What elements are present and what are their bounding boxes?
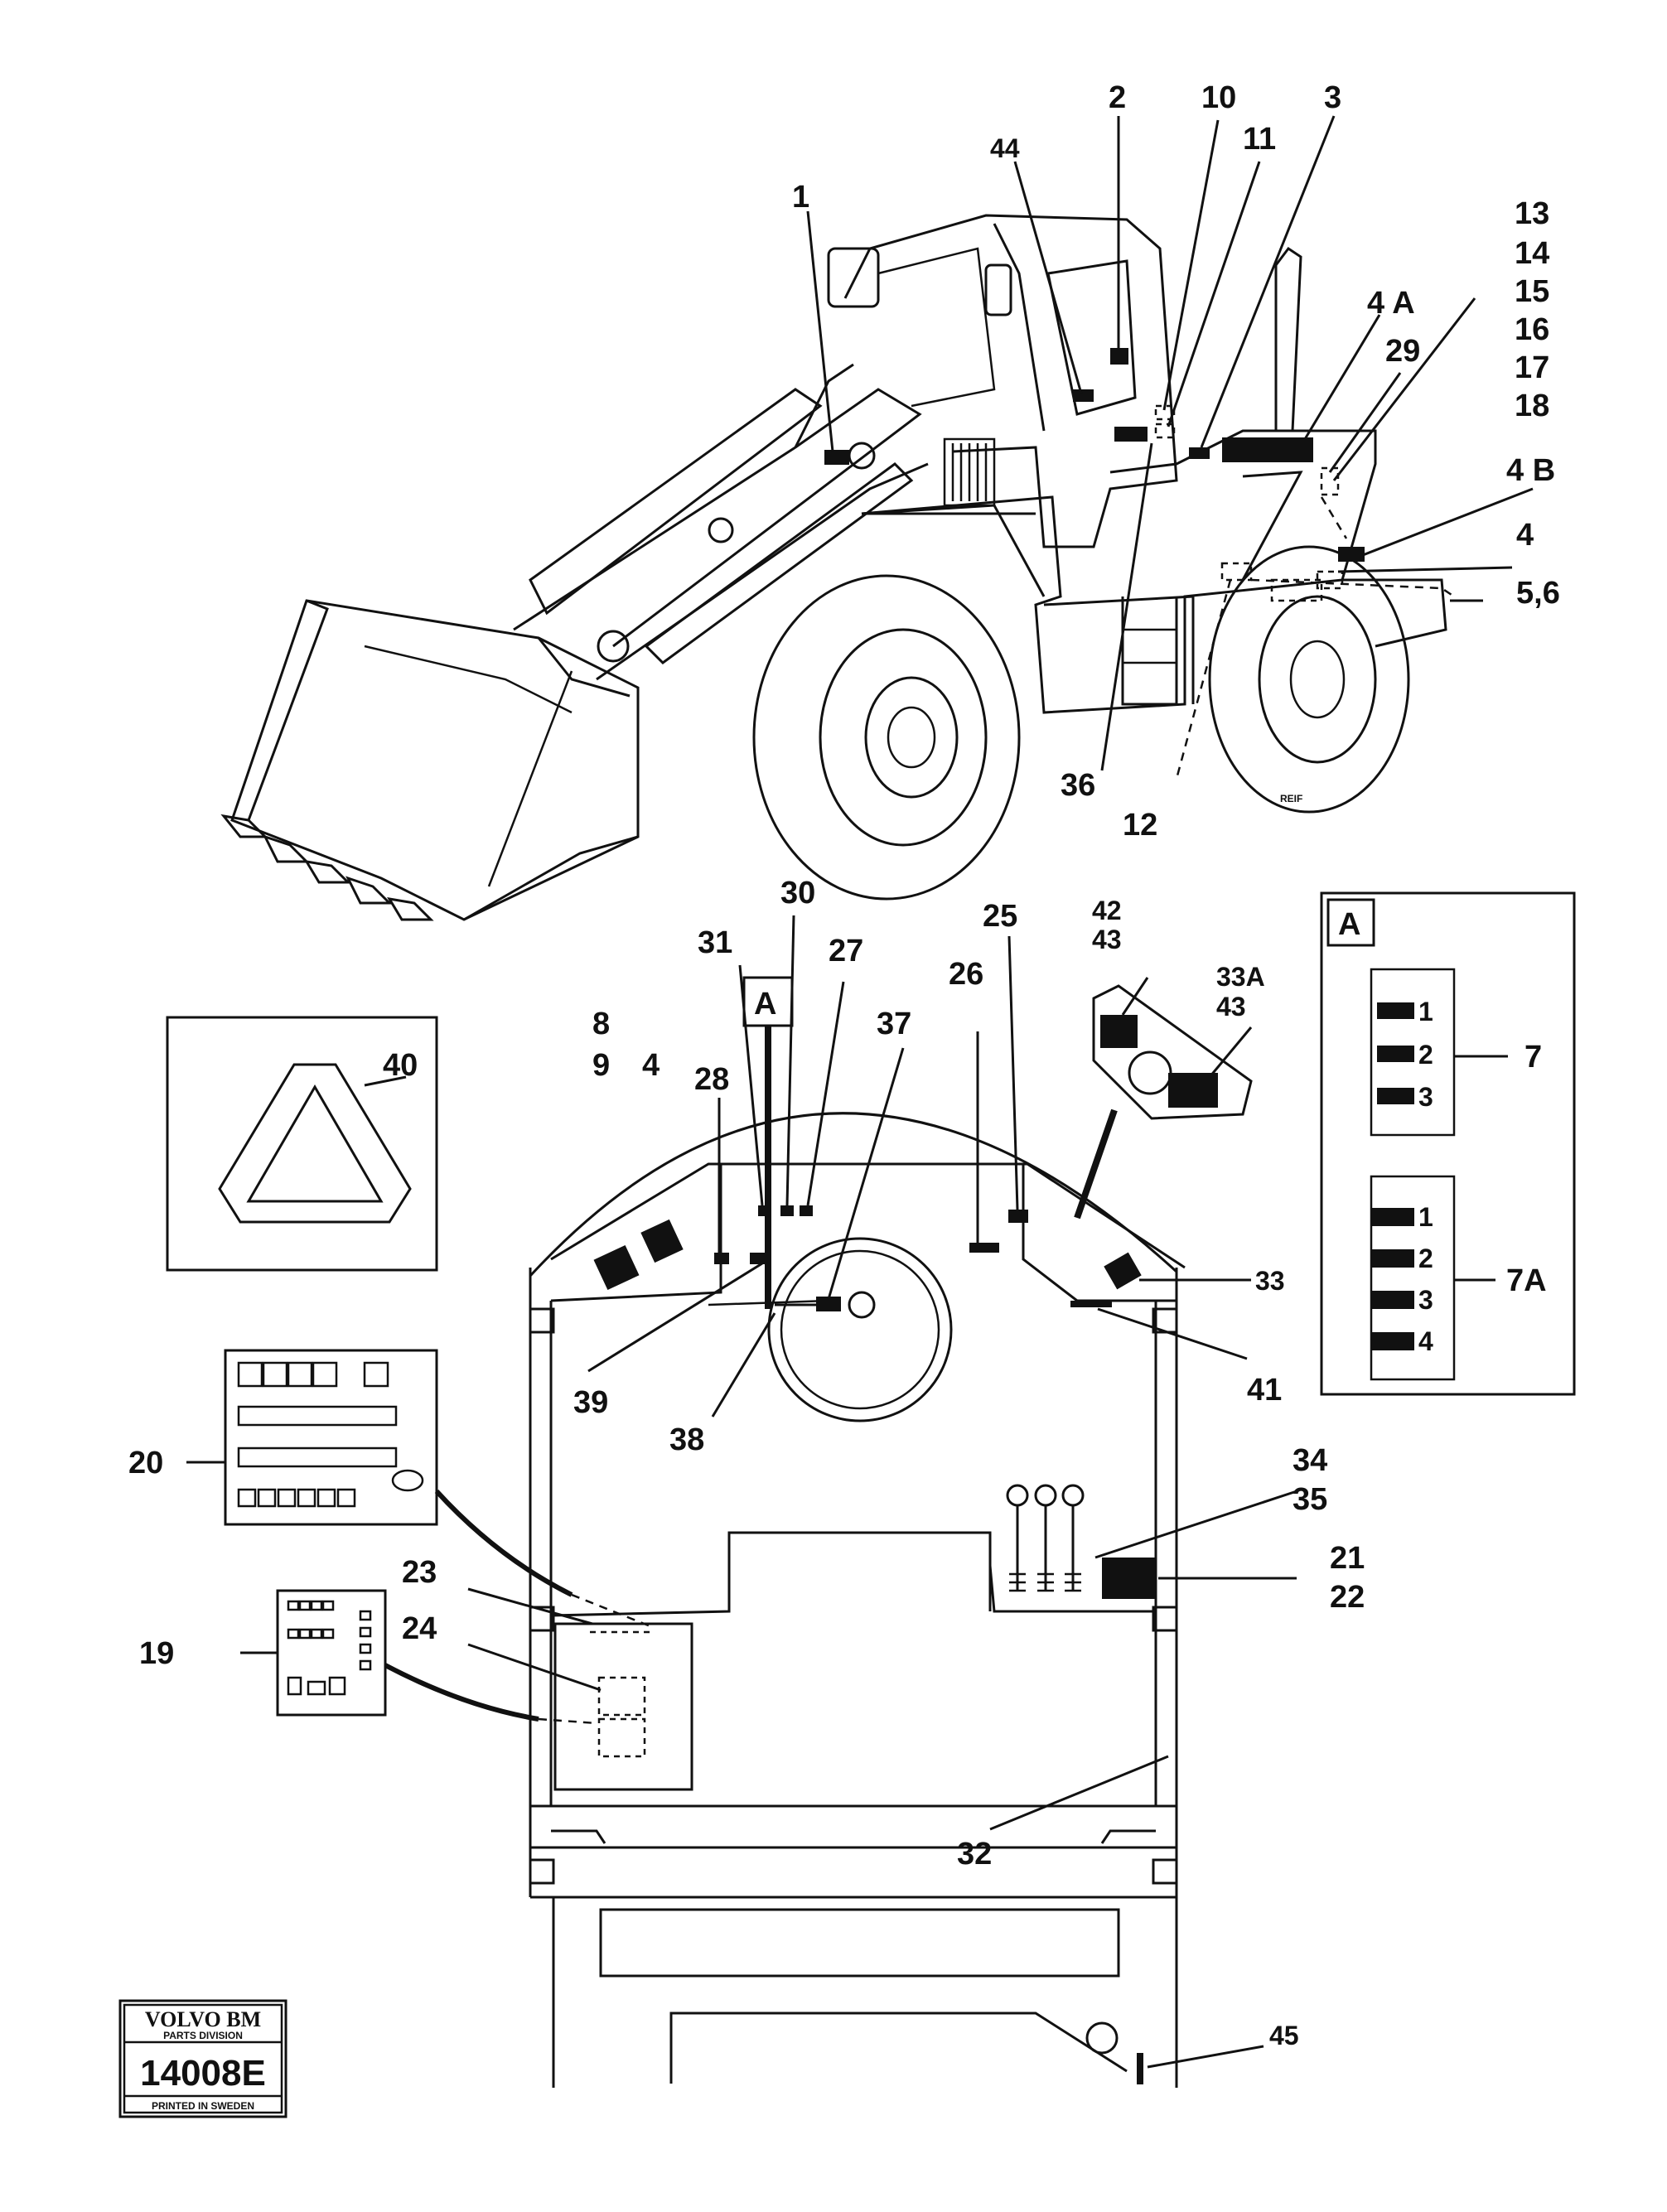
callout-44: 44 (990, 133, 1020, 163)
decal-2 (1110, 348, 1128, 365)
callout-35: 35 (1293, 1482, 1327, 1517)
callout-7A: 7A (1506, 1263, 1547, 1298)
decal-26 (969, 1243, 999, 1253)
callout-31: 31 (698, 925, 732, 960)
bracket-detail (1074, 977, 1253, 1219)
decal-36 (1114, 427, 1148, 442)
callout-9: 9 (592, 1048, 610, 1083)
detail-a-panel: A 1 2 3 7 1 2 3 4 7A (1320, 891, 1576, 1396)
callout-41: 41 (1247, 1373, 1282, 1408)
callout-30: 30 (780, 876, 815, 910)
callout-7: 7 (1524, 1040, 1542, 1075)
callout-40: 40 (383, 1048, 418, 1083)
loader-callouts: 1 2 3 44 10 11 13 14 15 16 17 18 4 A 29 … (792, 80, 1560, 843)
cab-floor-plan: A (529, 976, 1186, 2088)
callout-4B: 4 B (1506, 453, 1555, 488)
callout-14: 14 (1515, 236, 1549, 271)
callout-43-top: 43 (1092, 925, 1122, 954)
callout-37: 37 (877, 1007, 911, 1041)
callout-4-loader: 4 (1516, 518, 1534, 553)
callout-32: 32 (957, 1837, 992, 1872)
decal-4A (1222, 437, 1313, 462)
callout-20: 20 (128, 1446, 163, 1480)
callout-8: 8 (592, 1007, 610, 1041)
stamp-footer: PRINTED IN SWEDEN (152, 2100, 254, 2112)
decal-28 (714, 1253, 729, 1264)
decal-4B (1338, 547, 1365, 562)
stamp-division: PARTS DIVISION (163, 2030, 243, 2041)
callout-42: 42 (1092, 896, 1122, 925)
callout-10: 10 (1201, 80, 1236, 115)
callout-23: 23 (402, 1555, 437, 1590)
callout-4A: 4 A (1367, 286, 1415, 321)
detail-a-label: A (1338, 907, 1360, 942)
loader-leader-lines (806, 115, 1534, 780)
callout-36: 36 (1061, 768, 1095, 803)
callout-27: 27 (829, 934, 863, 968)
callout-4-cab: 4 (642, 1048, 660, 1083)
wheel-loader-illustration: REIF (220, 214, 1447, 921)
detail-a-group2-item-2: 2 (1418, 1244, 1433, 1273)
callout-34: 34 (1293, 1443, 1327, 1478)
callout-18: 18 (1515, 389, 1549, 423)
callout-24: 24 (402, 1611, 437, 1646)
decal-4-cab (640, 1219, 684, 1263)
section-marker-a: A (754, 987, 776, 1021)
callout-45: 45 (1269, 2021, 1299, 2050)
detail-a-group1-item-1: 1 (1418, 997, 1433, 1026)
decal-41 (1070, 1301, 1112, 1307)
stamp-brand: VOLVO BM (145, 2007, 261, 2031)
callout-15: 15 (1515, 274, 1549, 309)
callout-43-bottom: 43 (1216, 992, 1246, 1021)
decal-45 (1137, 2053, 1143, 2084)
detail-a-group1-item-2: 2 (1418, 1040, 1433, 1070)
callout-12: 12 (1123, 808, 1157, 843)
detail-a-group1-item-3: 3 (1418, 1082, 1433, 1112)
decal-30 (780, 1205, 794, 1216)
callout-13: 13 (1515, 196, 1549, 231)
callout-16: 16 (1515, 312, 1549, 347)
callout-29: 29 (1385, 334, 1420, 369)
decal-1 (824, 450, 849, 465)
callout-1: 1 (792, 180, 809, 215)
callout-17: 17 (1515, 350, 1549, 385)
callout-21: 21 (1330, 1541, 1365, 1576)
callout-2: 2 (1109, 80, 1126, 115)
decal-27 (800, 1205, 813, 1216)
decal-33 (1104, 1252, 1142, 1290)
callout-25: 25 (983, 899, 1017, 934)
callout-11: 11 (1243, 122, 1276, 157)
decal-25 (1008, 1210, 1028, 1223)
warning-triangle-panel: 40 (166, 1016, 438, 1272)
callout-19: 19 (139, 1636, 174, 1671)
callout-22: 22 (1330, 1580, 1365, 1615)
decal-39 (750, 1253, 765, 1264)
cab-callouts: 31 30 27 25 26 37 28 8 9 4 42 43 33A 43 … (128, 876, 1365, 2050)
decal-42-43 (1100, 1015, 1138, 1048)
detail-a-group2-item-1: 1 (1418, 1202, 1433, 1232)
callout-38: 38 (669, 1422, 704, 1457)
stamp-number: 14008E (140, 2053, 266, 2094)
volvo-bm-stamp: VOLVO BM PARTS DIVISION 14008E PRINTED I… (118, 1999, 287, 2118)
decal-33A-43 (1168, 1073, 1218, 1108)
callout-3: 3 (1324, 80, 1341, 115)
detail-a-group2-item-4: 4 (1418, 1326, 1433, 1356)
callout-33A: 33A (1216, 962, 1265, 992)
callout-26: 26 (949, 957, 983, 992)
decal-21-22 (1102, 1558, 1156, 1599)
decal-9 (593, 1244, 640, 1291)
decal-44 (1073, 389, 1094, 402)
switch-panel-19 (240, 1589, 597, 1725)
decal-3 (1189, 447, 1210, 459)
cab-leader-lines (467, 915, 1297, 2069)
artist-signature: REIF (1280, 793, 1302, 804)
detail-a-group2-item-3: 3 (1418, 1285, 1433, 1315)
callout-5-6: 5,6 (1516, 576, 1560, 611)
callout-28: 28 (694, 1062, 729, 1097)
callout-39: 39 (573, 1385, 608, 1420)
callout-33: 33 (1255, 1266, 1285, 1296)
instrument-panel-20 (186, 1349, 655, 1630)
